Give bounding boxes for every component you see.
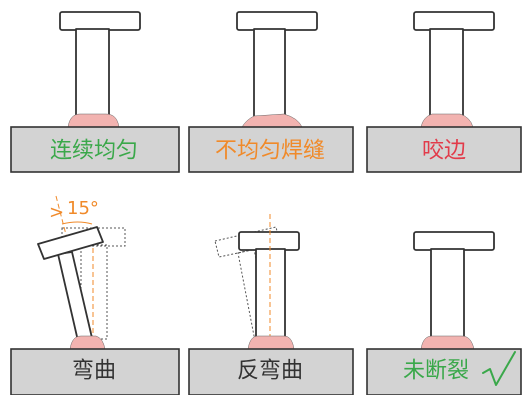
stud <box>430 248 465 339</box>
panel-reverse-bend: 反弯曲 <box>188 214 354 395</box>
panel-label-5: 反弯曲 <box>237 359 303 384</box>
weld-bead <box>67 113 120 128</box>
greater-than-symbol: > <box>49 202 64 223</box>
panel-continuous-uniform: 连续均匀 <box>10 11 180 173</box>
weld-bead <box>69 335 106 350</box>
base-plate <box>366 348 522 395</box>
panel-label-2: 不均匀焊缝 <box>215 139 325 164</box>
panel-label-6: 未断裂 <box>403 359 469 384</box>
weld-bead <box>420 335 475 350</box>
angle-arc <box>61 221 93 225</box>
top-cap <box>413 11 495 31</box>
stud <box>253 28 286 118</box>
panel-uneven-weld: 不均匀焊缝 <box>188 11 354 173</box>
panel-no-fracture: 未断裂 <box>366 231 522 395</box>
top-cap <box>59 11 141 31</box>
panel-label-3: 咬边 <box>422 139 466 164</box>
panel-undercut: 咬边 <box>366 11 522 173</box>
weld-bead <box>247 335 295 350</box>
top-cap <box>238 231 300 251</box>
base-plate <box>10 126 180 173</box>
stud <box>429 28 464 118</box>
base-plate <box>366 126 522 173</box>
weld-bead <box>420 113 474 128</box>
base-plate <box>10 348 180 395</box>
angle-label: 15° <box>67 198 99 219</box>
panel-bend: > 15° 弯曲 <box>10 195 180 395</box>
ghost-tilted-stud <box>237 248 272 342</box>
panel-label-4: 弯曲 <box>72 359 116 384</box>
bent-stud <box>57 251 93 342</box>
panel-label-1: 连续均匀 <box>50 139 138 164</box>
stud <box>75 28 110 118</box>
base-plate <box>188 126 354 173</box>
weld-bead <box>241 113 303 128</box>
top-cap <box>236 11 318 31</box>
tilted-cap <box>37 226 104 260</box>
top-cap <box>413 231 495 251</box>
base-plate <box>188 348 354 395</box>
checkmark-icon <box>482 351 516 386</box>
